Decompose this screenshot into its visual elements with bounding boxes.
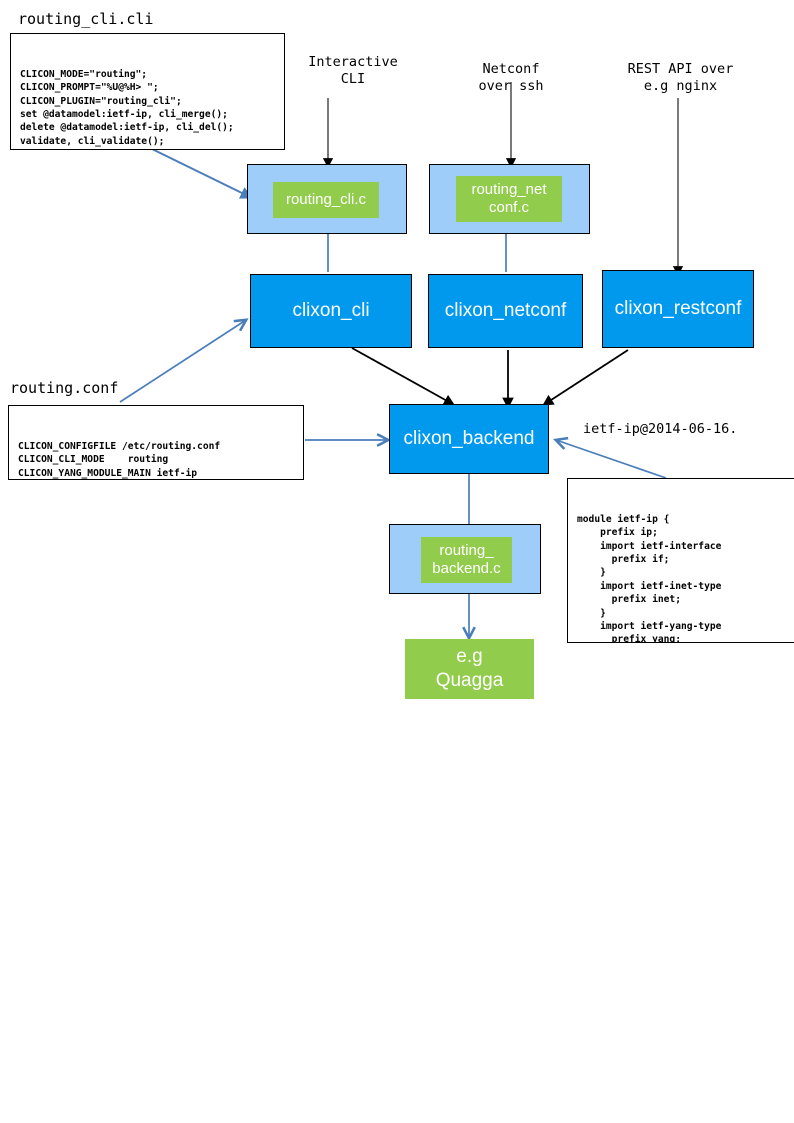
arrow-cli-spec-to-plugin: [149, 147, 253, 199]
plugin-label-line1: routing_net: [471, 181, 547, 198]
plugin-routing-netconf-c: routing_net conf.c: [456, 176, 562, 222]
process-clixon-cli[interactable]: clixon_cli: [250, 274, 412, 348]
plugin-routing-cli-c: routing_cli.c: [273, 182, 379, 218]
plugin-label-line2: backend.c: [432, 560, 501, 577]
arrow-conf-to-clixon-cli: [119, 320, 246, 403]
process-clixon-restconf[interactable]: clixon_restconf: [602, 270, 754, 348]
plugin-routing-backend-c: routing_ backend.c: [421, 537, 512, 583]
plugin-holder-backend: routing_ backend.c: [389, 524, 541, 594]
cli-spec-box: CLICON_MODE="routing"; CLICON_PROMPT="%U…: [10, 33, 285, 150]
yang-module-content: module ietf-ip { prefix ip; import ietf-…: [577, 513, 722, 643]
conf-spec-content: CLICON_CONFIGFILE /etc/routing.conf CLIC…: [18, 440, 221, 479]
plugin-label-line1: routing_cli.c: [285, 191, 367, 208]
yang-module-label: ietf-ip@2014-06-16.: [583, 421, 738, 437]
plugin-label-line2: conf.c: [488, 199, 530, 216]
plugin-holder-netconf: routing_net conf.c: [429, 164, 590, 234]
process-clixon-backend[interactable]: clixon_backend: [389, 404, 549, 474]
external-label-line2: Quagga: [435, 670, 504, 691]
conf-spec-box: CLICON_CONFIGFILE /etc/routing.conf CLIC…: [8, 405, 304, 480]
yang-module-box: module ietf-ip { prefix ip; import ietf-…: [567, 478, 794, 643]
entry-label-interactive-cli: Interactive CLI: [308, 54, 398, 87]
arrow-yang-to-backend: [556, 440, 667, 479]
cli-spec-title: routing_cli.cli: [18, 10, 154, 28]
conf-spec-title: routing.conf: [10, 379, 119, 397]
cli-spec-content: CLICON_MODE="routing"; CLICON_PROMPT="%U…: [20, 68, 234, 147]
plugin-label-line1: routing_: [439, 542, 494, 559]
entry-label-rest-api: REST API over e.g nginx: [627, 61, 734, 94]
plugin-holder-cli: routing_cli.c: [247, 164, 407, 234]
external-label-line1: e.g: [456, 646, 483, 667]
arrow-clixon-restconf-to-backend: [542, 349, 629, 406]
process-clixon-netconf[interactable]: clixon_netconf: [428, 274, 583, 348]
external-quagga: e.g Quagga: [405, 639, 534, 699]
entry-label-netconf-ssh: Netconf over ssh: [478, 61, 544, 94]
arrow-clixon-cli-to-backend: [351, 347, 455, 406]
